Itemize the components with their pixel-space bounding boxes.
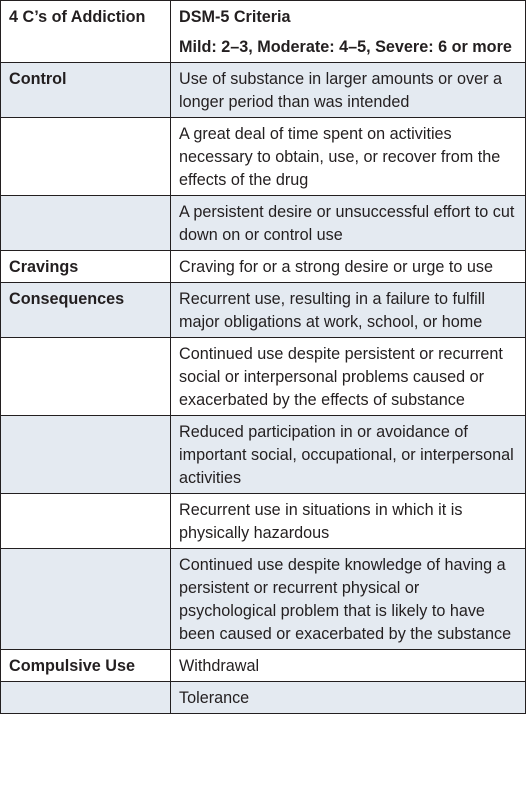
table-row: Cravings Craving for or a strong desire … — [0, 250, 526, 283]
category-cell — [0, 493, 171, 549]
table-row: Consequences Recurrent use, resulting in… — [0, 282, 526, 338]
criterion-cell: Reduced participation in or avoidance of… — [170, 415, 526, 494]
criterion-cell: A great deal of time spent on activities… — [170, 117, 526, 196]
category-cell — [0, 195, 171, 251]
category-cell — [0, 117, 171, 196]
category-cell — [0, 415, 171, 494]
table-row: Tolerance — [0, 681, 526, 714]
header-dsm-title: DSM-5 Criteria — [179, 8, 291, 26]
criterion-cell: Withdrawal — [170, 649, 526, 682]
criterion-cell: Continued use despite knowledge of havin… — [170, 548, 526, 650]
table-row: Continued use despite persistent or recu… — [0, 337, 526, 416]
table-row: Recurrent use in situations in which it … — [0, 493, 526, 549]
category-cell — [0, 337, 171, 416]
criterion-cell: Recurrent use in situations in which it … — [170, 493, 526, 549]
category-cell: Cravings — [0, 250, 171, 283]
category-cell — [0, 548, 171, 650]
addiction-criteria-table: 4 C’s of Addiction DSM-5 Criteria Mild: … — [0, 0, 526, 714]
table-row: A persistent desire or unsuccessful effo… — [0, 195, 526, 251]
header-severity-scale: Mild: 2–3, Moderate: 4–5, Severe: 6 or m… — [179, 38, 512, 56]
criterion-cell: Craving for or a strong desire or urge t… — [170, 250, 526, 283]
category-cell: Consequences — [0, 282, 171, 338]
table-row: Reduced participation in or avoidance of… — [0, 415, 526, 494]
criterion-cell: Continued use despite persistent or recu… — [170, 337, 526, 416]
category-cell: Control — [0, 62, 171, 118]
table-row: Control Use of substance in larger amoun… — [0, 62, 526, 118]
criterion-cell: Recurrent use, resulting in a failure to… — [170, 282, 526, 338]
table-row: Compulsive Use Withdrawal — [0, 649, 526, 682]
criterion-cell: Tolerance — [170, 681, 526, 714]
category-cell: Compulsive Use — [0, 649, 171, 682]
table-row: Continued use despite knowledge of havin… — [0, 548, 526, 650]
criterion-cell: A persistent desire or unsuccessful effo… — [170, 195, 526, 251]
criterion-cell: Use of substance in larger amounts or ov… — [170, 62, 526, 118]
category-cell — [0, 681, 171, 714]
header-dsm-column: DSM-5 Criteria Mild: 2–3, Moderate: 4–5,… — [170, 0, 526, 63]
header-row: 4 C’s of Addiction DSM-5 Criteria Mild: … — [0, 0, 526, 63]
header-addiction-column: 4 C’s of Addiction — [0, 0, 171, 63]
table-row: A great deal of time spent on activities… — [0, 117, 526, 196]
